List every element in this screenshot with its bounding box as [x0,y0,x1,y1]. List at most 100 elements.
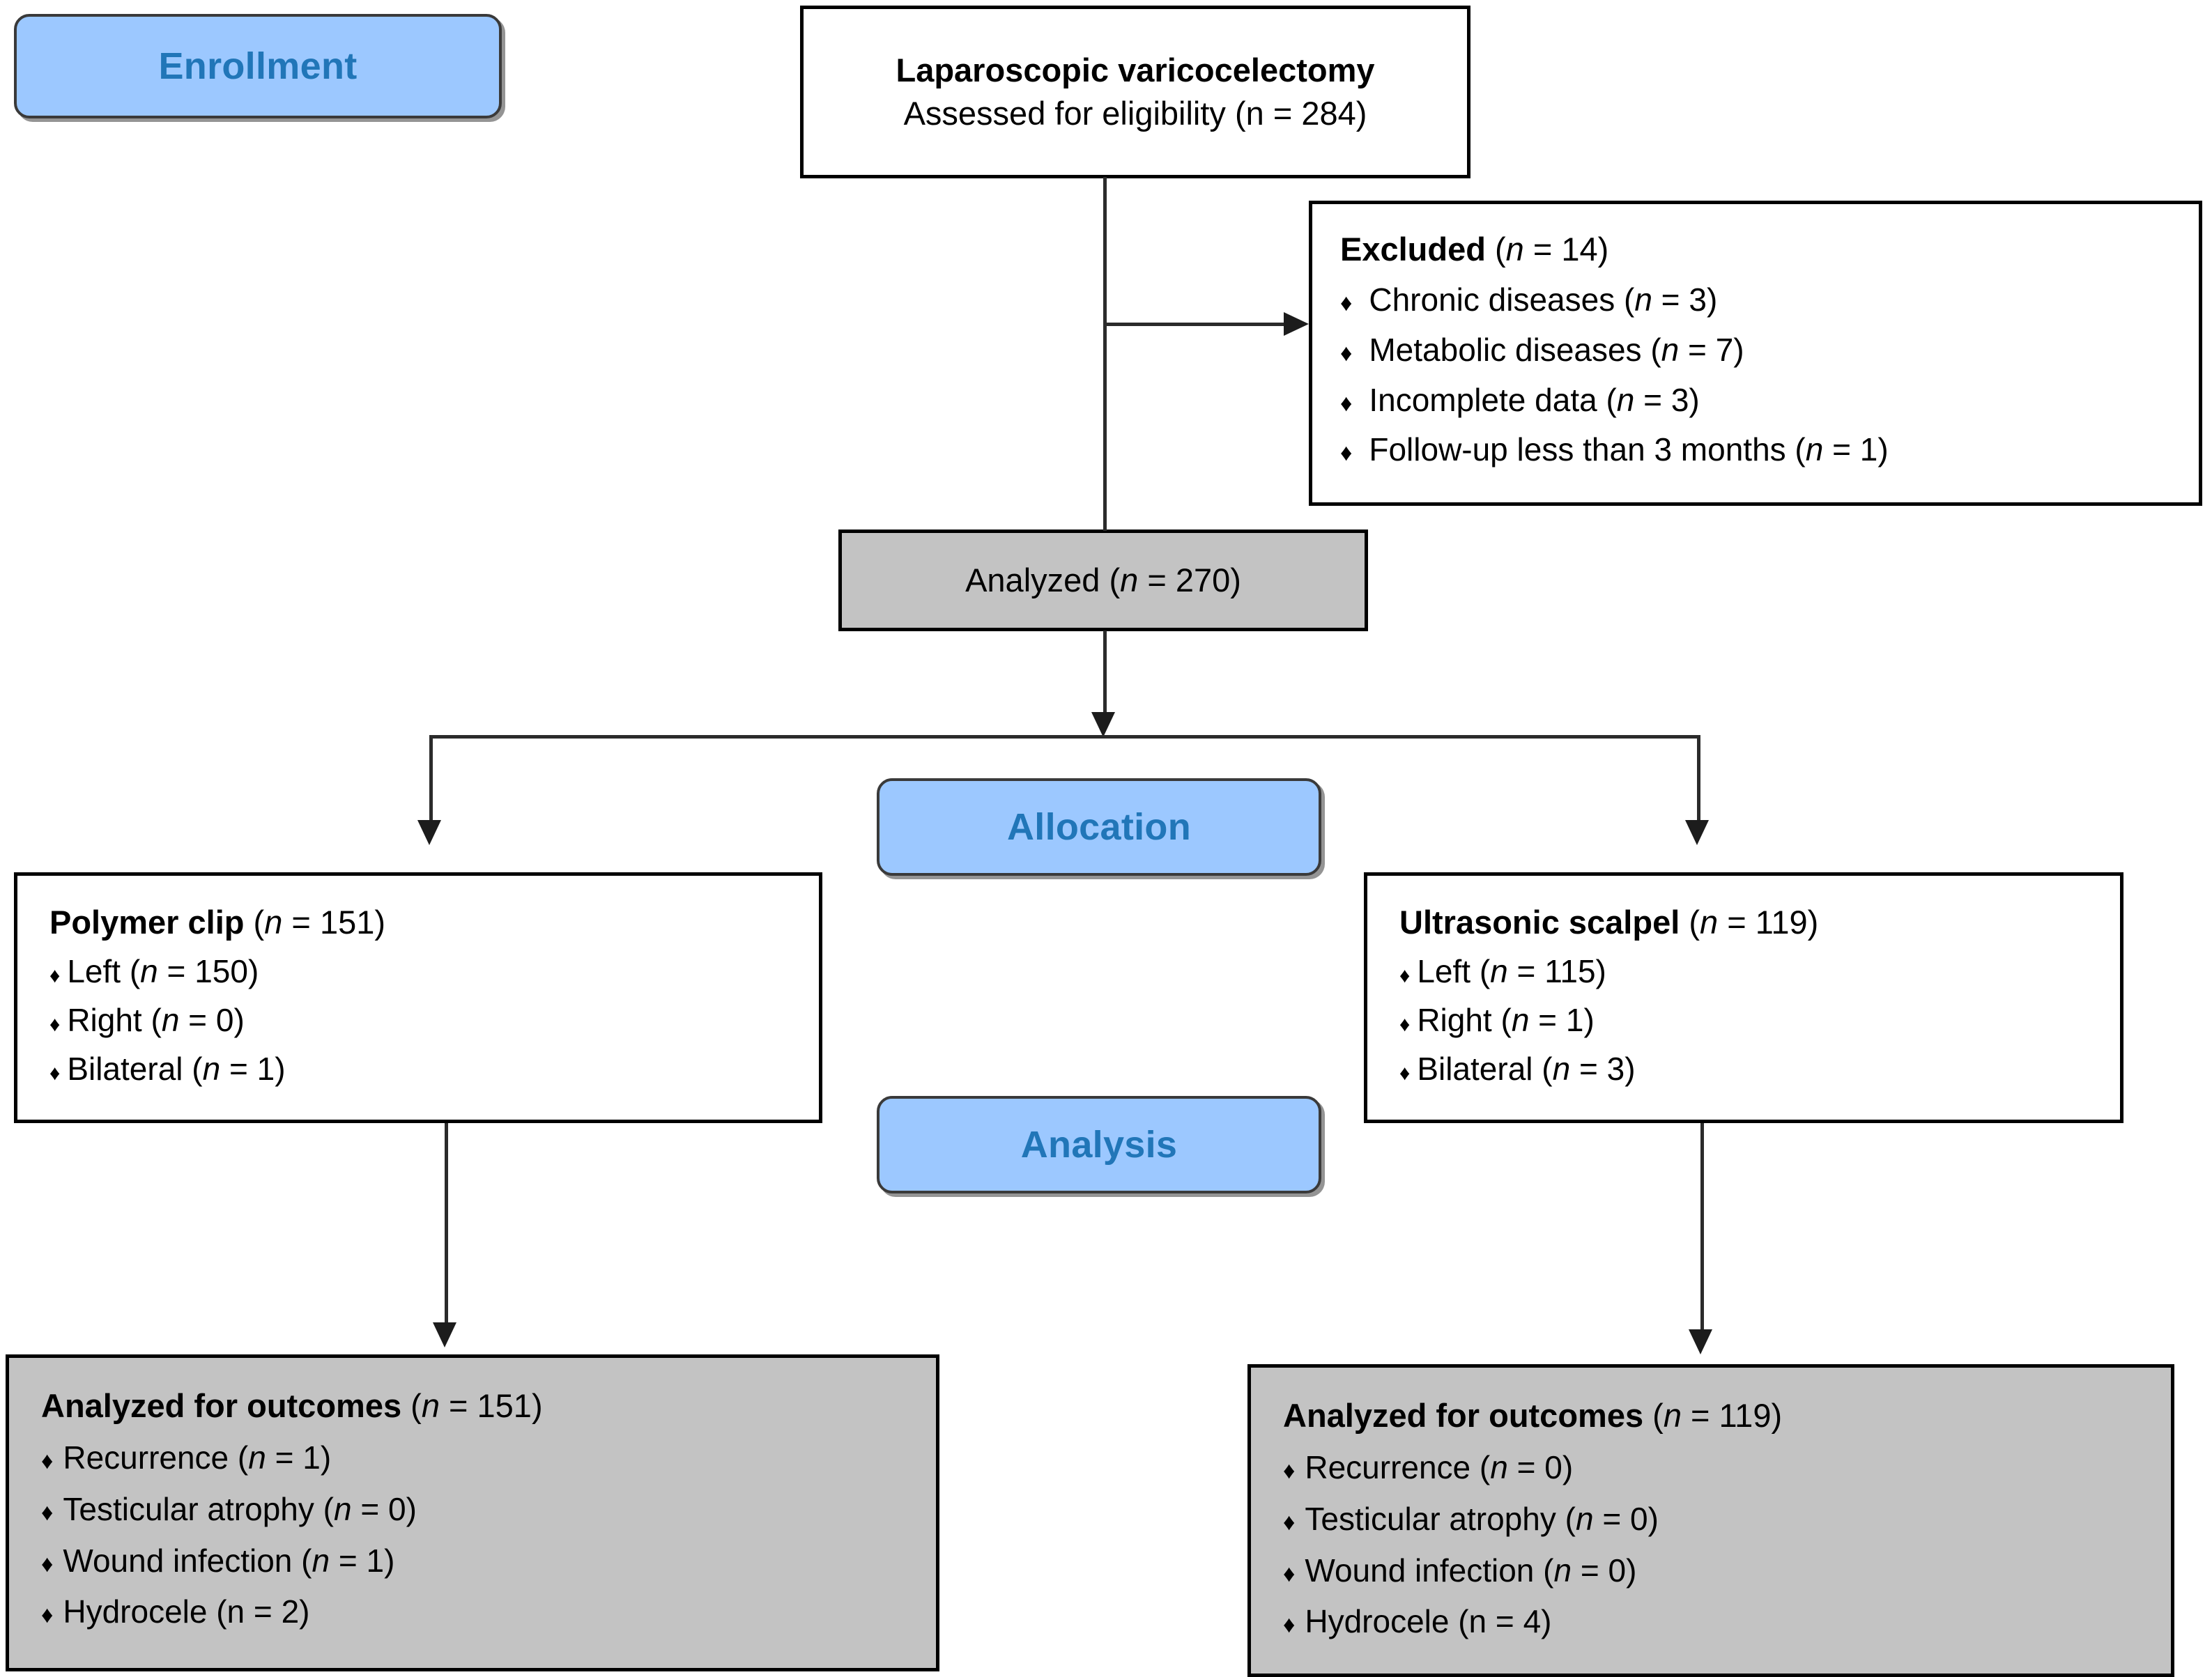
diamond-bullet-icon: ♦ [1340,389,1353,417]
outcomes-left-item-label: Recurrence [63,1439,229,1476]
outcomes-right-item-label: Wound infection [1305,1552,1535,1589]
stage-label-allocation: Allocation [1006,806,1191,848]
analyzed-n: 270 [1175,561,1231,598]
outcomes-right-item-n: 0 [1630,1500,1648,1537]
assessed-subtitle: Assessed for eligibility (n = 284) [903,95,1367,132]
connector-split-bar [429,735,1700,739]
stage-badge-analysis: Analysis [877,1096,1321,1193]
diamond-bullet-icon: ♦ [41,1550,54,1577]
excluded-item-label: Incomplete data [1369,381,1597,418]
diamond-bullet-icon: ♦ [1340,440,1353,467]
assessed-title: Laparoscopic varicocelectomy [896,51,1375,88]
arrowhead-analyzed-down [1091,712,1115,737]
connector-to-excluded [1103,323,1286,326]
allocation-right-heading-label: Ultrasonic scalpel [1399,904,1680,941]
excluded-item-label: Metabolic diseases [1369,331,1642,368]
allocation-left-heading-n: 151 [319,904,375,941]
list-item: ♦ Recurrence (n = 1) [41,1439,332,1476]
diamond-bullet-icon: ♦ [1340,290,1353,317]
arrowhead-outcomes-left [433,1322,456,1347]
allocation-left-item-label: Left [67,953,121,990]
list-item: ♦ Left (n = 150) [49,953,259,990]
allocation-right-heading: Ultrasonic scalpel (n = 119) [1399,904,1819,941]
arrowhead-outcomes-right [1689,1329,1712,1354]
allocation-left-item-n: 0 [215,1001,234,1038]
list-item: ♦ Testicular atrophy (n = 0) [41,1490,417,1527]
list-item: ♦ Recurrence (n = 0) [1283,1449,1574,1486]
diamond-bullet-icon: ♦ [1283,1508,1296,1536]
diamond-bullet-icon: ♦ [49,1061,61,1085]
connector-analyzed-down [1103,631,1107,714]
allocation-left-item-n: 1 [256,1050,275,1087]
connector-assessed-to-analyzed [1103,177,1107,531]
connector-right-allocation-to-outcomes [1700,1123,1704,1332]
diamond-bullet-icon: ♦ [41,1499,54,1526]
outcomes-right-item-label: Testicular atrophy [1305,1500,1556,1537]
allocation-right-item-label: Right [1417,1001,1492,1038]
connector-left-allocation-to-outcomes [445,1123,448,1325]
list-item: ♦ Bilateral (n = 3) [1399,1050,1636,1087]
diamond-bullet-icon: ♦ [1399,1012,1411,1036]
diamond-bullet-icon: ♦ [41,1448,54,1475]
allocation-right-heading-n: 119 [1755,904,1808,941]
diamond-bullet-icon: ♦ [1283,1560,1296,1587]
list-item: ♦ Testicular atrophy (n = 0) [1283,1500,1659,1537]
outcomes-right-item-label: Hydrocele [1305,1603,1450,1640]
list-item: ♦ Bilateral (n = 1) [49,1050,286,1087]
list-item: ♦ Metabolic diseases (n = 7) [1340,331,1744,368]
outcomes-left-box: Analyzed for outcomes (n = 151) ♦ Recurr… [6,1354,939,1671]
assessed-for-eligibility-box: Laparoscopic varicocelectomy Assessed fo… [800,6,1470,178]
outcomes-left-heading-label: Analyzed for outcomes [41,1387,402,1424]
diamond-bullet-icon: ♦ [41,1602,54,1629]
excluded-heading-label: Excluded [1340,231,1486,268]
stage-label-enrollment: Enrollment [158,45,358,87]
excluded-item-label: Follow-up less than 3 months [1369,431,1786,468]
list-item: ♦ Left (n = 115) [1399,953,1606,990]
arrowhead-allocation-left [417,820,441,845]
excluded-item-n: 3 [1670,381,1689,418]
connector-split-right-drop [1697,735,1700,822]
outcomes-right-item-n: 0 [1608,1552,1627,1589]
diamond-bullet-icon: ♦ [1283,1458,1296,1485]
allocation-right-box: Ultrasonic scalpel (n = 119) ♦ Left (n =… [1364,872,2123,1123]
arrowhead-to-excluded [1284,312,1309,336]
outcomes-right-item-n: 0 [1544,1449,1562,1486]
diamond-bullet-icon: ♦ [1399,964,1411,988]
list-item: ♦ Right (n = 0) [49,1001,245,1038]
outcomes-right-item-n: 4 [1523,1603,1542,1640]
excluded-box: Excluded (n = 14) ♦ Chronic diseases (n … [1309,201,2202,506]
allocation-left-item-label: Right [67,1001,142,1038]
allocation-left-heading: Polymer clip (n = 151) [49,904,386,941]
outcomes-left-item-n: 0 [388,1490,406,1527]
outcomes-right-heading: Analyzed for outcomes (n = 119) [1283,1397,1783,1434]
outcomes-left-item-n: 1 [302,1439,321,1476]
diamond-bullet-icon: ♦ [49,964,61,988]
outcomes-left-heading: Analyzed for outcomes (n = 151) [41,1387,543,1424]
excluded-heading: Excluded (n = 14) [1340,231,1609,268]
list-item: ♦ Right (n = 1) [1399,1001,1595,1038]
outcomes-right-heading-label: Analyzed for outcomes [1283,1397,1644,1434]
outcomes-left-item-n: 1 [366,1542,385,1579]
analyzed-box: Analyzed (n = 270) [838,530,1368,631]
outcomes-left-item-label: Wound infection [63,1542,293,1579]
allocation-right-item-label: Left [1417,953,1471,990]
allocation-left-item-label: Bilateral [67,1050,183,1087]
list-item: ♦ Wound infection (n = 0) [1283,1552,1637,1589]
excluded-heading-n: 14 [1561,231,1598,268]
outcomes-left-item-label: Hydrocele [63,1593,208,1630]
list-item: ♦ Incomplete data (n = 3) [1340,381,1700,418]
allocation-right-item-label: Bilateral [1417,1050,1533,1087]
arrowhead-allocation-right [1685,820,1709,845]
stage-badge-allocation: Allocation [877,778,1321,876]
outcomes-left-heading-n: 151 [477,1387,532,1424]
excluded-item-n: 7 [1715,331,1734,368]
diamond-bullet-icon: ♦ [1283,1612,1296,1639]
allocation-right-item-n: 3 [1606,1050,1625,1087]
outcomes-left-item-n: 2 [281,1593,300,1630]
excluded-item-n: 3 [1689,281,1707,318]
allocation-left-box: Polymer clip (n = 151) ♦ Left (n = 150) … [14,872,822,1123]
diamond-bullet-icon: ♦ [49,1012,61,1036]
stage-badge-enrollment: Enrollment [14,14,502,118]
diamond-bullet-icon: ♦ [1399,1061,1411,1085]
analyzed-label: Analyzed [965,561,1100,598]
